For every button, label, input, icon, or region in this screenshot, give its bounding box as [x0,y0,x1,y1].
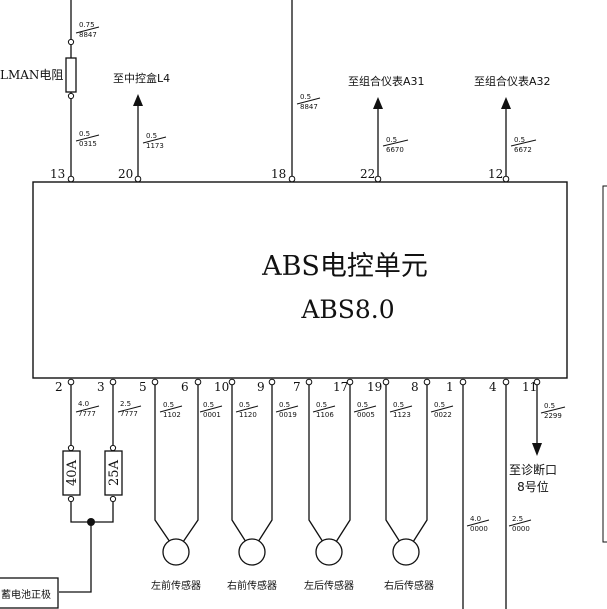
sensor-left-front-icon [162,538,190,566]
wire-code-11: 2299 [544,412,562,420]
dest-label-12: 至组合仪表A32 [474,74,551,88]
wire-code-19: 1123 [393,411,411,419]
diag-dest-line2: 8号位 [517,479,549,494]
wire-size-4: 2.5 [512,515,523,523]
wire-size-upper: 0.75 [79,21,95,29]
pin-12-circuit: 0.5 6672 12 至组合仪表A32 [474,74,551,183]
pin-11-circuit: 0.5 2299 至诊断口 8号位 [509,378,566,494]
wire-code-9: 0019 [279,411,297,419]
wire-code-3: 7777 [120,410,138,418]
sensor-right-rear-icon [392,538,420,566]
wire-code-17: 0005 [357,411,375,419]
ecu-subtitle: ABS8.0 [300,295,394,324]
fuse-circuit: 4.0 7777 2.5 7777 40A 25A [59,378,142,593]
pin-label-4: 4 [489,380,497,394]
fuse-25a [104,450,123,496]
wire-code-1: 0000 [470,525,488,533]
wire-code-12: 6672 [514,146,532,154]
pin-20-circuit: 0.5 1173 20 至中控盒L4 [113,71,170,183]
pin-label-11: 11 [522,380,537,394]
wire-code-upper: 8847 [79,31,97,39]
fuse-25a-rating: 25A [107,459,122,486]
pin-label-1: 1 [446,380,454,394]
battery-label: 蓄电池正极 [1,588,51,601]
pin-label-3: 3 [97,380,105,394]
wire-size-9: 0.5 [279,401,290,409]
wire-size-12: 0.5 [514,136,525,144]
wire-size-20: 0.5 [146,132,157,140]
wire-size-7: 0.5 [316,401,327,409]
sensor-right-front-label: 右前传感器 [227,579,277,592]
wire-code-6: 0001 [203,411,221,419]
sensor-left-rear: 0.5 1106 0.5 0005 左后传感器 [304,378,377,592]
abs-ecu-box [32,181,568,379]
pin-label-13: 13 [50,167,65,181]
dest-label-22: 至组合仪表A31 [348,74,425,88]
ground-circuit: 4.0 0000 2.5 0000 [459,378,532,609]
wire-code-13: 0315 [79,140,97,148]
wire-code-10: 1120 [239,411,257,419]
wire-size-10: 0.5 [239,401,250,409]
sensor-right-rear-label: 右后传感器 [384,579,434,592]
wire-code-8: 0022 [434,411,452,419]
pin-label-17: 17 [333,380,348,394]
wire-size-11: 0.5 [544,402,555,410]
sensor-right-rear: 0.5 1123 0.5 0022 右后传感器 [382,378,454,592]
pin-label-20: 20 [118,167,133,181]
sensor-left-rear-label: 左后传感器 [304,579,354,592]
pin-label-10: 10 [214,380,229,394]
wire-code-20: 1173 [146,142,164,150]
dest-label-20: 至中控盒L4 [113,71,170,85]
lman-resistor [65,57,77,93]
pin-label-12: 12 [488,167,503,181]
pin-label-19: 19 [367,380,382,394]
wire-code-4: 0000 [512,525,530,533]
diag-dest-line1: 至诊断口 [509,462,557,477]
fuse-40a [62,450,81,496]
right-frame-edge [602,185,607,543]
pin-18-circuit: 0.5 8847 18 [271,0,321,183]
pin-22-circuit: 0.5 6670 22 至组合仪表A31 [348,74,425,183]
sensor-left-front-label: 左前传感器 [151,579,201,592]
battery-label-box [0,577,59,609]
pin-label-5: 5 [139,380,147,394]
pin-label-7: 7 [293,380,301,394]
sensor-left-rear-icon [315,538,343,566]
wire-size-18: 0.5 [300,93,311,101]
wire-code-7: 1106 [316,411,334,419]
ecu-title: ABS电控单元 [261,251,428,282]
wire-code-2: 7777 [78,410,96,418]
wire-code-5: 1102 [163,411,181,419]
pin-label-18: 18 [271,167,286,181]
pin-label-2: 2 [55,380,63,394]
wire-size-6: 0.5 [203,401,214,409]
wire-size-19: 0.5 [393,401,404,409]
wire-size-5: 0.5 [163,401,174,409]
lman-resistor-label: LMAN电阻 [0,68,63,82]
pin-label-6: 6 [181,380,189,394]
wire-size-13: 0.5 [79,130,90,138]
wire-size-17: 0.5 [357,401,368,409]
sensor-left-front: 0.5 1102 0.5 0001 左前传感器 [151,378,223,592]
fuse-40a-rating: 40A [65,459,80,486]
sensor-right-front: 0.5 1120 0.5 0019 右前传感器 [227,378,299,592]
wire-size-8: 0.5 [434,401,445,409]
pin-label-9: 9 [257,380,265,394]
wire-size-2: 4.0 [78,400,89,408]
pin-13-circuit: 0.75 8847 0.5 0315 13 [50,0,100,183]
wire-size-1: 4.0 [470,515,481,523]
wire-size-22: 0.5 [386,136,397,144]
wire-size-3: 2.5 [120,400,131,408]
wire-code-18: 8847 [300,103,318,111]
pin-label-8: 8 [411,380,419,394]
sensor-right-front-icon [238,538,266,566]
wire-code-22: 6670 [386,146,404,154]
pin-label-22: 22 [360,167,375,181]
